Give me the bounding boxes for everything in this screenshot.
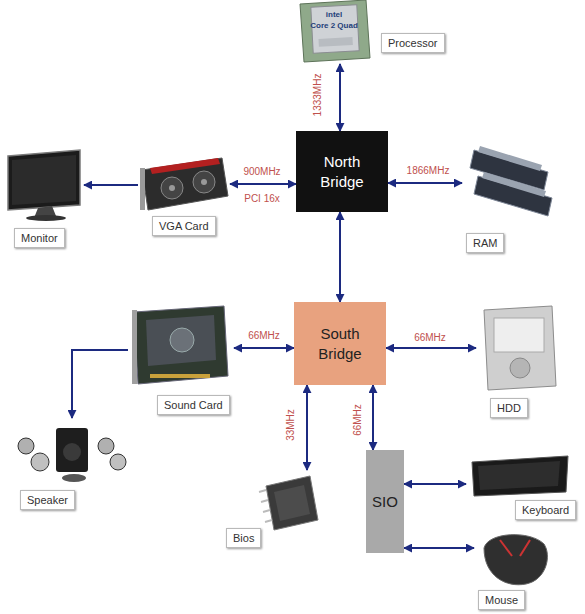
part-name: Processor	[381, 33, 445, 53]
part-name: HDD	[490, 398, 528, 418]
bridge-box: South Bridge	[294, 302, 386, 385]
hdd-illustration	[484, 306, 556, 390]
processor-illustration	[300, 0, 370, 62]
chip-model: Core 2 Quad	[310, 21, 358, 30]
bus-arrow	[339, 64, 341, 131]
bios-chip-illustration	[259, 476, 318, 530]
bus-arrow	[230, 183, 296, 185]
speed-label: 33MHz	[285, 409, 297, 441]
bus-arrow	[404, 483, 466, 485]
bus-label: PCI 16x	[244, 193, 280, 205]
hdd-part: HDD	[476, 303, 560, 419]
bus-arrow	[404, 547, 474, 549]
box-title: North Bridge	[310, 152, 374, 192]
sio-box: SIO	[366, 450, 404, 553]
speaker-illustration	[18, 428, 126, 482]
bus-arrow	[386, 347, 476, 349]
bus-arrow	[234, 347, 294, 349]
bus-arrow	[339, 212, 341, 302]
part-name: Bios	[226, 528, 261, 548]
bus-arrow	[388, 182, 462, 184]
vga-card-part: VGA Card	[138, 152, 230, 238]
part-name: Keyboard	[515, 500, 576, 520]
processor-part: Processor	[296, 0, 448, 64]
speed-label: 1866MHz	[407, 165, 450, 177]
bus-arrow	[372, 385, 374, 450]
keyboard-part: Keyboard	[466, 450, 580, 520]
speed-label: 1333MHz	[312, 74, 324, 117]
bridge-box: North Bridge	[296, 131, 388, 212]
chip-brand: intel	[326, 10, 342, 19]
monitor-part: Monitor	[4, 150, 84, 250]
speed-label: 66MHz	[248, 330, 280, 342]
sound-card-part: Sound Card	[128, 303, 234, 415]
part-name: Speaker	[20, 490, 75, 510]
speed-label: 66MHz	[352, 404, 364, 436]
ram-part: RAM	[462, 138, 562, 256]
bus-arrow	[306, 385, 308, 470]
bus-arrow	[72, 350, 128, 418]
speed-label: 66MHz	[414, 332, 446, 344]
monitor-illustration	[8, 150, 80, 221]
sound-card-illustration	[132, 306, 228, 384]
mouse-part: Mouse	[474, 530, 554, 612]
part-name: Monitor	[14, 228, 65, 248]
keyboard-illustration	[472, 456, 568, 496]
speed-label: 900MHz	[243, 166, 280, 178]
box-title: SIO	[372, 492, 398, 512]
part-name: Sound Card	[157, 395, 230, 415]
mouse-illustration	[484, 535, 547, 585]
bus-arrow	[84, 184, 138, 186]
ram-illustration	[470, 146, 552, 216]
part-name: VGA Card	[152, 216, 216, 236]
part-name: Mouse	[478, 590, 525, 610]
box-title: South Bridge	[308, 324, 372, 364]
vga-card-illustration	[140, 158, 228, 210]
part-name: RAM	[466, 233, 504, 253]
speaker-part: Speaker	[12, 418, 127, 513]
bios-part: Bios	[224, 470, 322, 548]
